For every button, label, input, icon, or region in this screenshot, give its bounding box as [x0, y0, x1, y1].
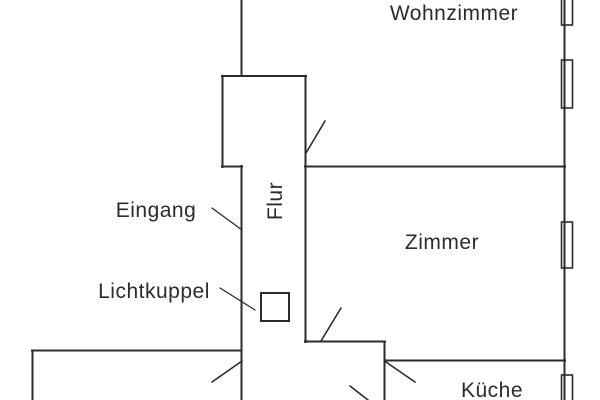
- door-zimmer-leaf-icon: [320, 307, 342, 342]
- label-kueche: Küche: [460, 379, 524, 400]
- door-bottomroom-leaf-icon: [211, 360, 243, 383]
- window-kueche-icon: [560, 374, 574, 400]
- label-wohnzimmer: Wohnzimmer: [389, 2, 519, 25]
- label-flur: Flur: [264, 181, 287, 221]
- lichtkuppel-square-icon: [260, 292, 290, 322]
- label-lichtkuppel: Lichtkuppel: [98, 280, 210, 303]
- door-bottom-partial-leaf-icon: [349, 385, 369, 400]
- window-zimmer-icon: [560, 221, 574, 269]
- window-wohnzimmer-icon: [560, 59, 574, 109]
- label-eingang: Eingang: [115, 199, 197, 222]
- label-zimmer: Zimmer: [404, 231, 480, 254]
- door-kueche-leaf-icon: [385, 361, 416, 383]
- lichtkuppel-leader-line: [219, 287, 256, 311]
- window-wohnzimmer-top-icon: [560, 0, 574, 26]
- eingang-leader-line: [211, 207, 243, 231]
- door-wohnzimmer-leaf-icon: [305, 120, 326, 154]
